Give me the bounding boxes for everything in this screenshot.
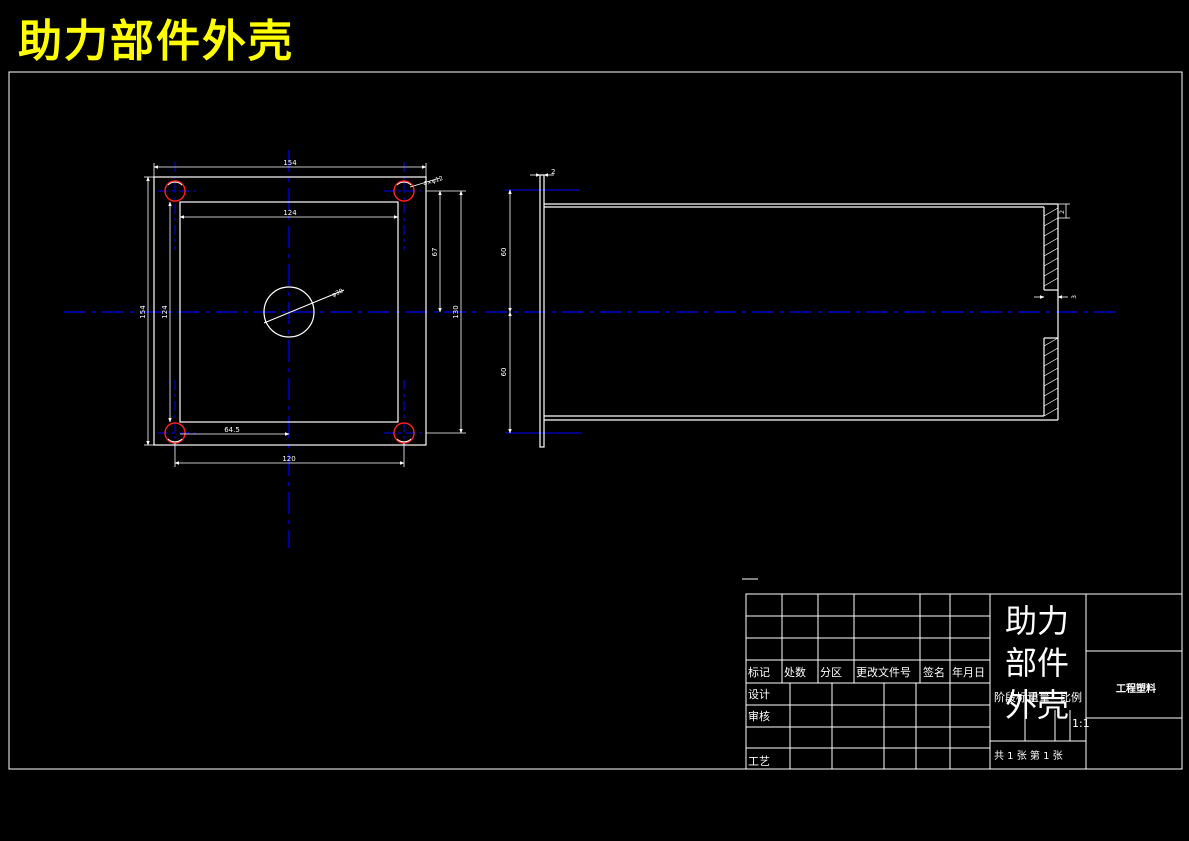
center-hole	[263, 286, 315, 338]
dim-lower-half: 60	[500, 368, 508, 377]
material: 工程塑料	[1116, 682, 1156, 695]
label-doc-no: 更改文件号	[856, 665, 911, 679]
part-name-line-3: 外壳	[1005, 686, 1069, 724]
drawing-title: 助力部件外壳	[18, 16, 294, 67]
front-view: 154 124 120 64.5 154 124 130 67 4×φ12 φ3…	[64, 150, 478, 548]
label-date: 年月日	[952, 665, 985, 679]
part-name-line-1: 助力	[1005, 602, 1069, 640]
front-inner-outline	[179, 201, 399, 423]
dim-overall-height: 154	[139, 305, 147, 319]
label-review: 审核	[748, 709, 770, 723]
hole-top-left	[164, 180, 186, 202]
label-sign: 签名	[923, 665, 945, 679]
sheet-count: 共 1 张 第 1 张	[994, 749, 1063, 762]
label-process: 工艺	[748, 755, 770, 768]
label-stage-mark: 阶段标记	[994, 690, 1038, 704]
dim-hole-spacing: 120	[282, 455, 295, 463]
part-name-line-2: 部件	[1005, 644, 1069, 682]
dim-inner-width: 124	[283, 209, 297, 217]
title-block	[745, 593, 1183, 770]
dim-inner-height: 124	[161, 305, 169, 319]
sheet-border	[8, 71, 1183, 770]
label-mark: 标记	[748, 665, 770, 679]
dim-end-wall: 2	[1059, 210, 1066, 214]
dim-right-half: 67	[431, 248, 439, 257]
label-zone: 分区	[820, 666, 842, 679]
label-weight: 重量	[1028, 690, 1050, 704]
dim-right-height: 130	[452, 305, 460, 318]
dim-flange-thickness: 2	[551, 168, 555, 176]
label-count: 处数	[784, 666, 806, 679]
hole-top-right	[393, 180, 415, 202]
side-flange	[539, 174, 545, 448]
title-block-text: 标记 处数 分区 更改文件号 签名 年月日 设计 审核 工艺 阶段标记 重量 比…	[748, 602, 1156, 768]
label-scale: 比例	[1060, 690, 1082, 704]
label-design: 设计	[748, 688, 770, 701]
front-outer-outline	[153, 176, 427, 446]
side-view: 2 60 60 2 3	[486, 168, 1120, 448]
center-hole-callout: φ30	[331, 287, 345, 298]
dim-center-gap: 3	[1071, 295, 1078, 299]
dim-overall-width: 154	[283, 159, 297, 167]
dim-half-hole-spacing: 64.5	[224, 426, 240, 434]
dim-upper-half: 60	[500, 248, 508, 257]
scale-value: 1:1	[1072, 717, 1090, 730]
